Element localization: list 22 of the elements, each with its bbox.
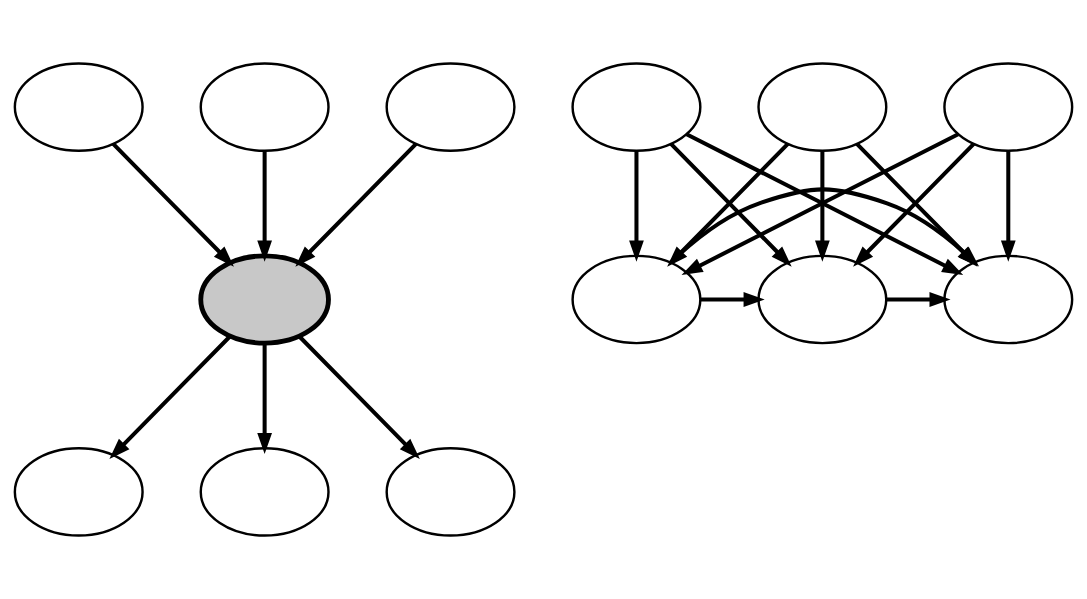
node-ellipse	[199, 447, 330, 537]
arrow	[1000, 151, 1016, 262]
node-ellipse	[13, 447, 144, 537]
arrow	[700, 292, 765, 307]
arrow	[297, 334, 420, 460]
node-ellipse	[757, 62, 888, 152]
node-ellipse	[571, 62, 702, 152]
arrow	[815, 151, 830, 262]
node-ellipse	[943, 62, 1074, 152]
node-ellipse	[757, 254, 888, 345]
arrow	[111, 142, 234, 267]
node-ellipse	[13, 62, 144, 152]
node-ellipse	[385, 62, 516, 152]
arrow	[295, 142, 418, 267]
node-ellipse	[198, 253, 331, 346]
arrow	[257, 343, 272, 455]
arrow	[257, 151, 272, 262]
arrow	[886, 292, 951, 307]
arrow	[109, 334, 232, 460]
node-ellipse	[385, 447, 516, 537]
arrow	[629, 151, 644, 262]
node-ellipse	[199, 62, 330, 152]
